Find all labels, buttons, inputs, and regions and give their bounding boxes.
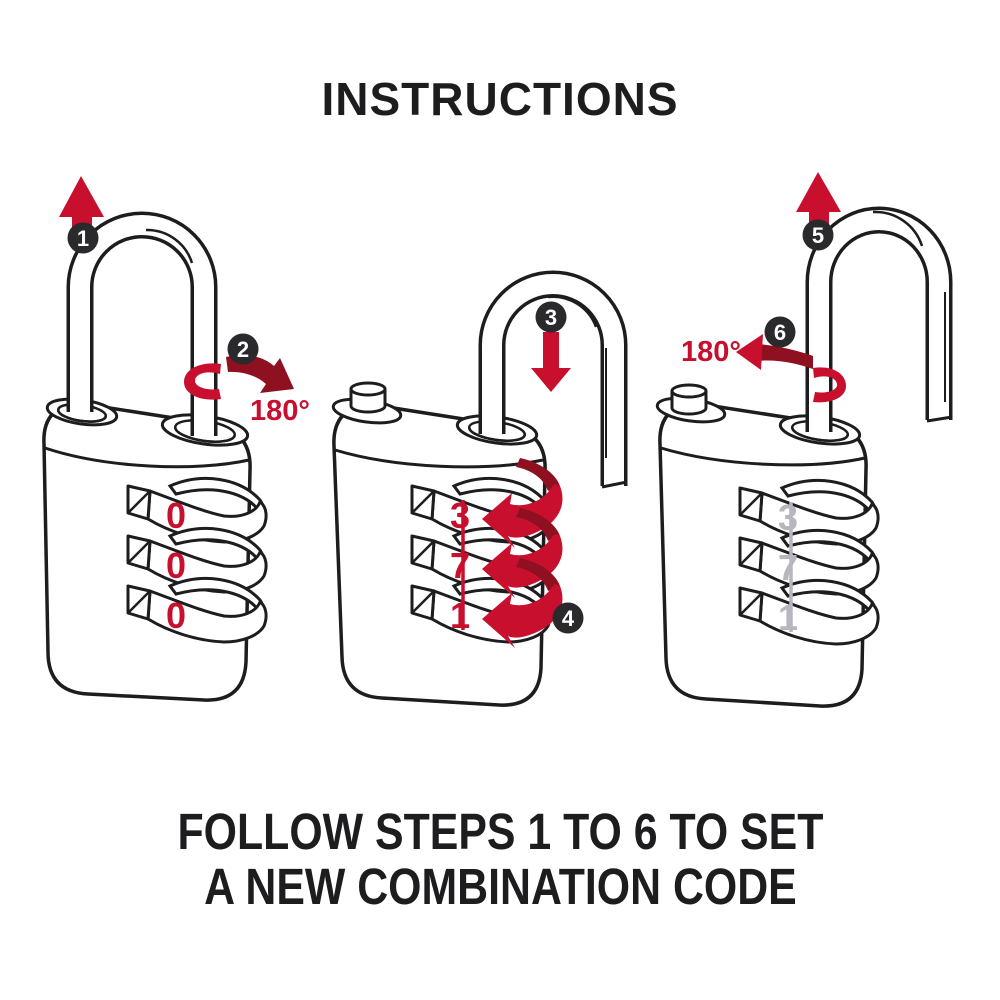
rotate-ring-icon [813, 367, 846, 403]
rotation-angle-label: 180° [681, 336, 741, 368]
step-badge-5 [802, 219, 834, 251]
press-down-arrow-icon [531, 332, 571, 392]
footer-caption: FOLLOW STEPS 1 TO 6 TO SET A NEW COMBINA… [0, 804, 1000, 914]
step-number-5: 5 [812, 223, 824, 248]
dial-digit[interactable]: 3 [778, 497, 798, 538]
dial-digit[interactable]: 3 [450, 495, 470, 536]
pull-up-arrow-icon [796, 172, 841, 242]
pull-up-arrow-icon [59, 176, 104, 247]
step-number-3: 3 [545, 305, 557, 330]
step-badge-4 [552, 602, 584, 634]
shackle [805, 206, 953, 432]
dial-digit[interactable]: 1 [778, 597, 798, 638]
dial-digit[interactable]: 0 [166, 595, 186, 636]
step-number-4: 4 [562, 606, 575, 631]
shackle-open-end [926, 415, 953, 423]
shackle-open-end [601, 480, 628, 489]
step-badge-3 [535, 301, 567, 333]
shackle-highlight [145, 228, 194, 264]
shackle-highlight [872, 210, 924, 247]
shackle [478, 270, 628, 489]
step-badge-6 [764, 316, 796, 348]
rotation-angle-label: 180° [250, 395, 310, 427]
body-top-edge [660, 446, 866, 467]
padlock-middle: 3 7 1 3 4 [331, 270, 628, 707]
step-number-2: 2 [237, 337, 249, 362]
dial-digit[interactable]: 7 [778, 547, 798, 588]
hole-front-rim [468, 426, 526, 442]
padlock-right: 3 7 1 5 6 180° [655, 172, 953, 708]
rotate-arrow-shaft [757, 344, 813, 369]
footer-line-1: FOLLOW STEPS 1 TO 6 TO SET [177, 803, 823, 860]
dial-digit[interactable]: 1 [450, 595, 470, 636]
page-title: INSTRUCTIONS [321, 73, 679, 125]
dial-digit[interactable]: 7 [450, 545, 470, 586]
rotate-arrow-icon [736, 334, 763, 370]
step-number-6: 6 [774, 320, 786, 345]
rotate-ring-icon [184, 363, 221, 400]
locking-post [670, 383, 708, 416]
padlock-left: 0 0 0 1 2 180° [42, 176, 310, 702]
step-badge-2 [227, 333, 259, 365]
dial-digit[interactable]: 0 [166, 545, 186, 586]
dial-digit[interactable]: 0 [166, 495, 186, 536]
step-badge-1 [67, 222, 99, 254]
footer-line-2: A NEW COMBINATION CODE [203, 858, 797, 916]
shackle-highlight [547, 295, 598, 328]
rotate-arrow-icon [226, 355, 294, 393]
hole-front-rim [174, 426, 236, 443]
hole-front-rim [791, 426, 849, 442]
locking-post [349, 381, 387, 414]
hole-front-rim [56, 409, 108, 423]
body-top-edge [44, 446, 250, 469]
shackle [66, 211, 218, 436]
step-number-1: 1 [77, 226, 89, 251]
